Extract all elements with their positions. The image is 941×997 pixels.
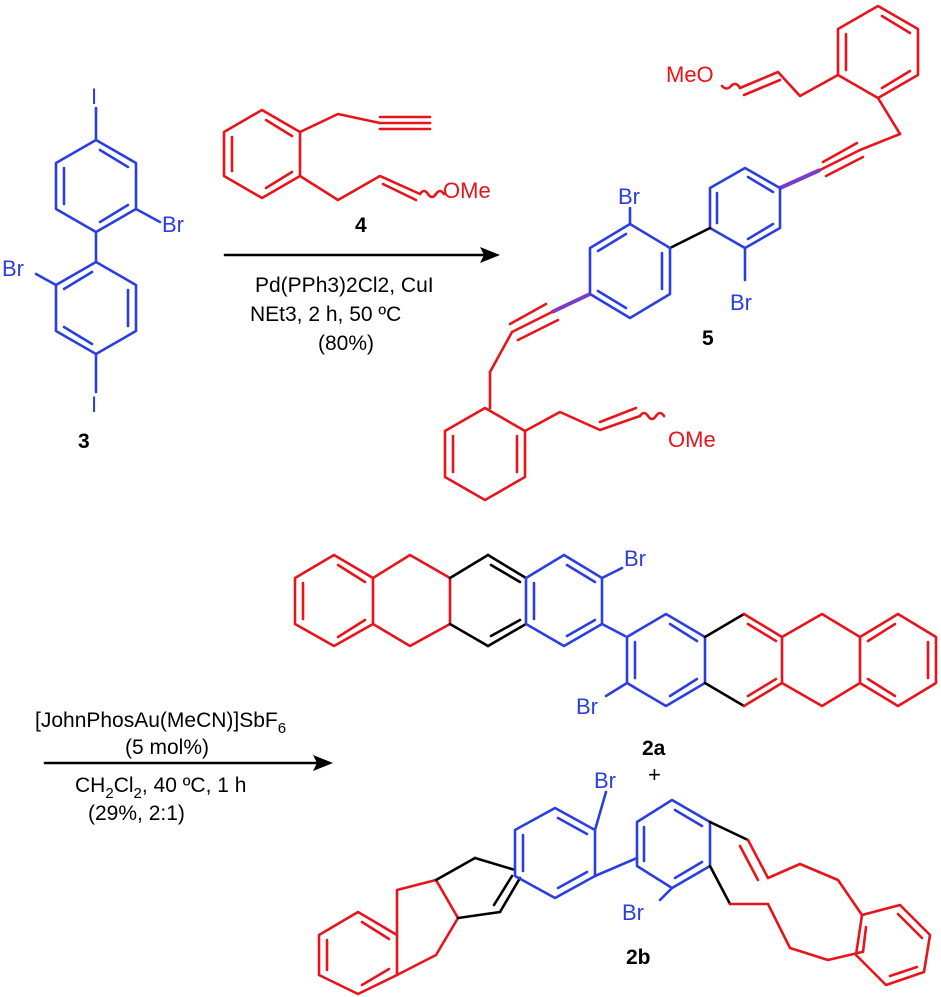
reagent-line: Pd(PPh3)2Cl2, CuI <box>255 274 434 297</box>
compound-label: 3 <box>78 430 90 453</box>
atom-methoxy: OMe <box>668 427 716 452</box>
atom-iodine: I <box>91 84 97 109</box>
atom-bromine: Br <box>2 256 24 281</box>
atom-bromine: Br <box>576 694 598 719</box>
conditions-line: CH2Cl2, 40 ºC, 1 h <box>75 774 246 802</box>
yield-line: (29%, 2:1) <box>88 802 185 825</box>
reaction-arrow-1 <box>223 247 500 263</box>
atom-methoxy: OMe <box>443 178 491 203</box>
reaction-arrow-2 <box>43 755 333 771</box>
compound-2b-structure <box>317 790 932 996</box>
compound-label: 2b <box>626 946 651 969</box>
atom-bromine: Br <box>622 900 644 925</box>
atom-iodine: I <box>91 392 97 417</box>
conditions-line: NEt3, 2 h, 50 ºC <box>250 303 401 326</box>
atom-bromine: Br <box>162 212 184 237</box>
compound-2a-structure <box>293 553 938 708</box>
compound-4-structure <box>222 108 446 202</box>
atom-methoxy: MeO <box>666 62 714 87</box>
compound-5-structure <box>443 4 920 502</box>
yield-line: (80%) <box>318 332 374 355</box>
atom-bromine: Br <box>618 184 640 209</box>
compound-label: 4 <box>355 214 367 237</box>
plus-sign: + <box>648 762 661 787</box>
atom-bromine: Br <box>594 768 616 793</box>
atom-bromine: Br <box>730 290 752 315</box>
compound-label: 5 <box>702 327 714 350</box>
compound-3-structure <box>34 106 162 394</box>
loading-line: (5 mol%) <box>125 736 209 759</box>
catalyst-line: [JohnPhosAu(MeCN)]SbF6 <box>35 709 286 737</box>
compound-label: 2a <box>642 737 666 760</box>
atom-bromine: Br <box>624 546 646 571</box>
